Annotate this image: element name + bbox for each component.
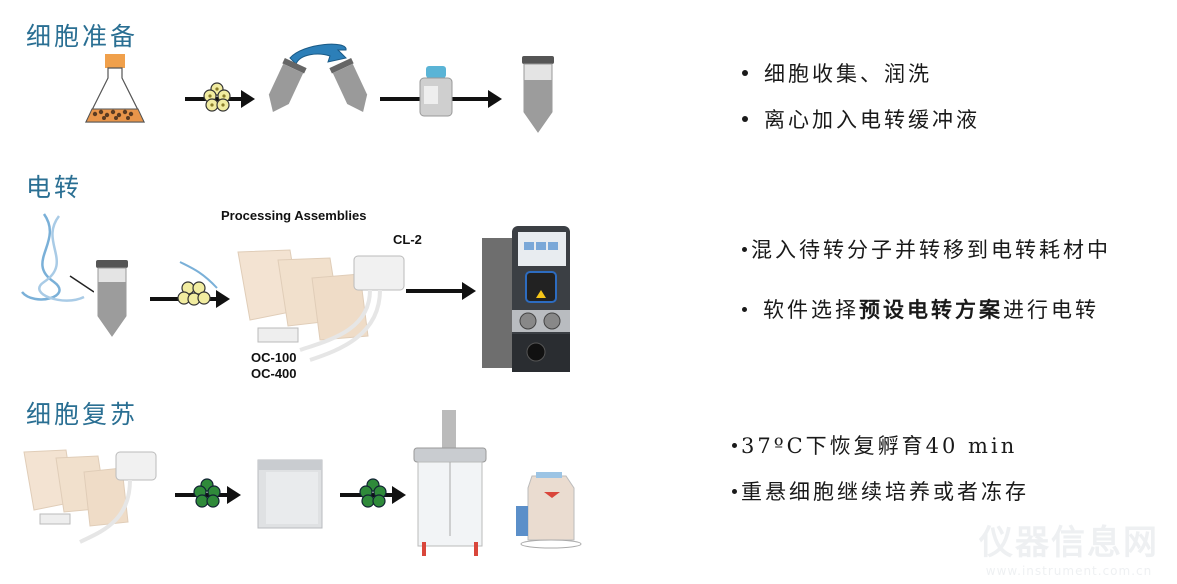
electroporation-device-image (482, 226, 570, 372)
label-cl2: CL-2 (393, 232, 422, 247)
bullet-item: 37ºC下恢复孵育40 min (732, 422, 1029, 468)
section-title-electroporation: 电转 (26, 173, 83, 202)
bullet-item: 重悬细胞继续培养或者冻存 (732, 468, 1029, 514)
bullet-item: 细胞收集、润洗 (742, 50, 980, 96)
bullet-item: 离心加入电转缓冲液 (742, 96, 980, 142)
conical-tube-icon (96, 260, 128, 337)
watermark: 仪器信息网 www.instrument.com.cn (979, 515, 1159, 578)
bullets-cell-recovery: 37ºC下恢复孵育40 min 重悬细胞继续培养或者冻存 (732, 422, 1029, 514)
bioreactor-image (413, 410, 487, 556)
bullet-item: 混入待转分子并转移到电转耗材中 (742, 226, 1111, 272)
section-title-cell-prep: 细胞准备 (26, 22, 139, 51)
dna-cells-icon (177, 261, 218, 306)
cells-green-icon (193, 478, 221, 508)
processing-assemblies-image (23, 449, 157, 544)
dna-helix-icon (21, 213, 94, 302)
label-oc-models: OC-100 OC-400 (251, 350, 297, 382)
watermark-text: 仪器信息网 (979, 523, 1159, 563)
watermark-url: www.instrument.com.cn (985, 564, 1153, 578)
bullets-cell-prep: 细胞收集、润洗 离心加入电转缓冲液 (742, 50, 980, 142)
centrifuge-tubes-icon (268, 43, 368, 112)
processing-assemblies-image (237, 249, 405, 362)
conical-tube-icon (522, 56, 554, 133)
flask-icon (85, 54, 145, 123)
bullet-item: 软件选择预设电转方案进行电转 (742, 286, 1111, 332)
label-oc400: OC-400 (251, 366, 297, 381)
label-oc100: OC-100 (251, 350, 297, 365)
incubator-image (257, 459, 323, 529)
section-title-cell-recovery: 细胞复苏 (26, 400, 139, 429)
cryo-storage-image (516, 472, 582, 549)
cells-green-icon (359, 478, 387, 508)
buffer-bottle-icon (419, 66, 453, 117)
bullets-electroporation: 混入待转分子并转移到电转耗材中 软件选择预设电转方案进行电转 (742, 226, 1111, 332)
cells-yellow-icon (203, 82, 231, 112)
arrow-4 (406, 282, 476, 300)
label-processing-assemblies: Processing Assemblies (221, 208, 367, 223)
